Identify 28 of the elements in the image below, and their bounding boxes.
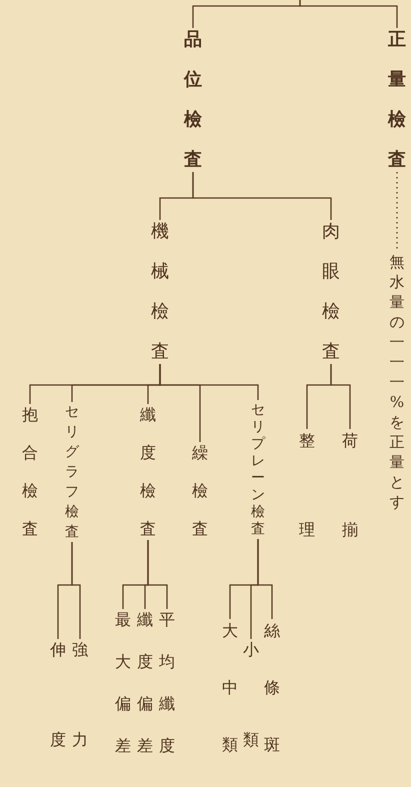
note-text: 無水量の一一一%を正量とす <box>388 252 406 512</box>
node-label: 絲條斑 <box>263 602 281 772</box>
node-label: 最大偏差 <box>114 599 132 767</box>
node-label: 肉眼檢査 <box>321 212 341 372</box>
connector-line <box>299 0 398 28</box>
node-label: 品位檢査 <box>183 20 203 180</box>
node-label: 小類 <box>242 605 260 785</box>
node-label: 纖度檢査 <box>139 396 157 548</box>
node-label: 平均纖度 <box>158 599 176 767</box>
connector-line <box>192 172 332 220</box>
node-label: 纖度偏差 <box>136 599 154 767</box>
node-label: セリグラフ檢査 <box>64 402 80 542</box>
node-label: 大中類 <box>221 602 239 772</box>
connector-line <box>147 540 168 609</box>
node-label: 繰檢査 <box>191 434 209 548</box>
connector-line <box>330 364 351 429</box>
node-label: 荷揃 <box>341 396 359 574</box>
leader-line <box>396 172 398 252</box>
connector-line <box>257 539 273 619</box>
node-label: 強力 <box>71 605 89 785</box>
connector-line <box>71 542 81 639</box>
node-label: 正量檢査 <box>387 20 407 180</box>
node-label: セリプレーン檢査 <box>250 402 266 538</box>
node-label: 整理 <box>298 396 316 574</box>
node-label: 機械檢査 <box>150 212 170 372</box>
connector-line <box>159 364 259 400</box>
node-label: 抱合檢査 <box>21 396 39 548</box>
node-label: 伸度 <box>49 605 67 785</box>
